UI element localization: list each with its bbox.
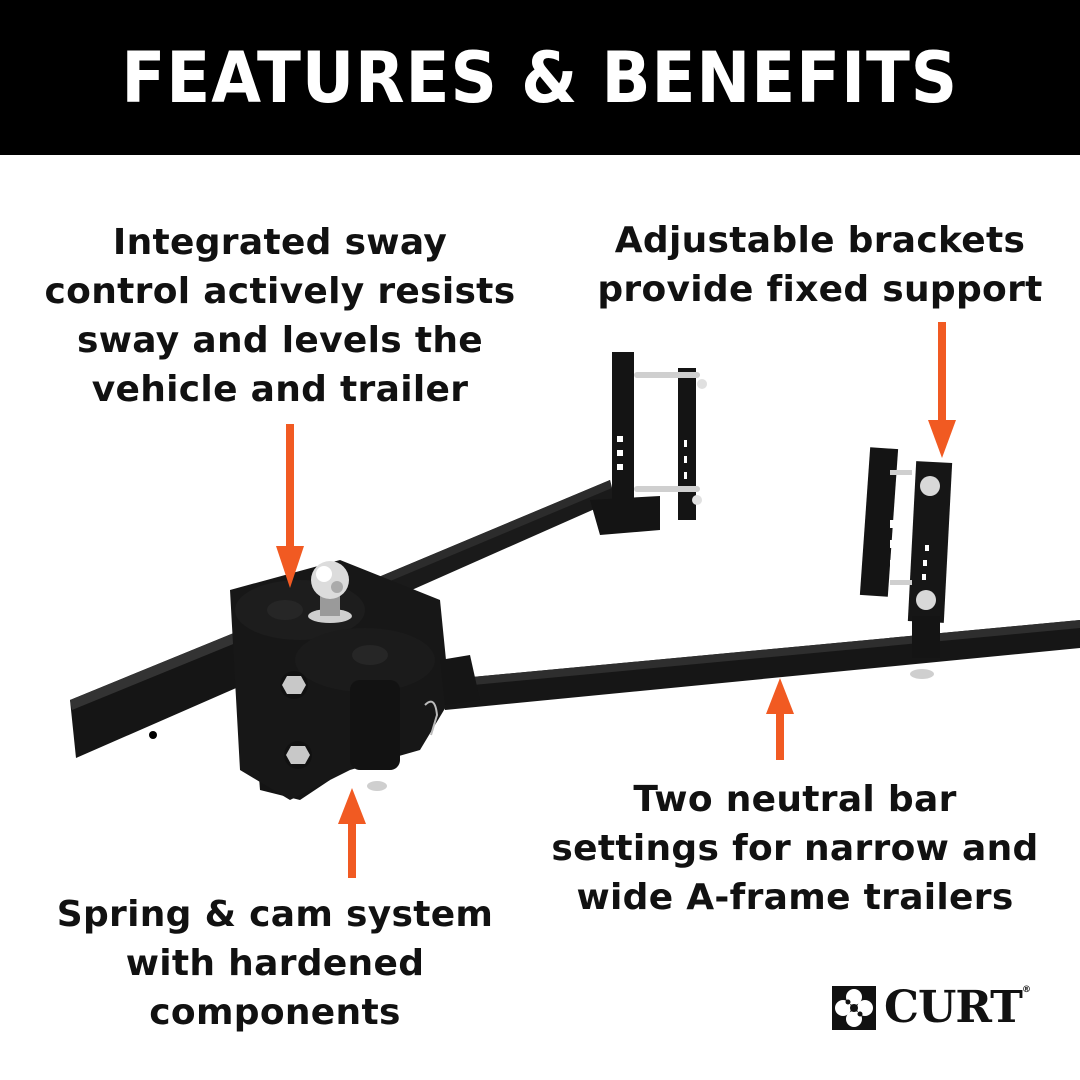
arrow-up-neutral-bar-icon bbox=[766, 678, 794, 760]
header-banner: FEATURES & BENEFITS bbox=[0, 0, 1080, 155]
callout-line: Spring & cam system bbox=[56, 894, 494, 935]
callout-sway-control: Integrated sway control actively resists… bbox=[40, 218, 520, 414]
callout-line: wide A-frame trailers bbox=[576, 877, 1014, 918]
callout-line: control actively resists bbox=[44, 271, 516, 312]
callout-line: with hardened bbox=[125, 943, 425, 984]
callout-line: components bbox=[149, 992, 401, 1033]
callout-neutral-bar: Two neutral bar settings for narrow and … bbox=[550, 775, 1040, 922]
page-title: FEATURES & BENEFITS bbox=[121, 36, 959, 119]
callout-line: Integrated sway bbox=[112, 222, 448, 263]
arrow-up-spring-cam-icon bbox=[338, 788, 366, 878]
curt-logo-text: CURT® bbox=[884, 982, 1031, 1033]
callout-line: Two neutral bar bbox=[633, 779, 957, 820]
arrow-down-sway-icon bbox=[276, 424, 304, 588]
callout-line: vehicle and trailer bbox=[91, 369, 469, 410]
callout-line: settings for narrow and bbox=[551, 828, 1039, 869]
callout-line: provide fixed support bbox=[597, 269, 1043, 310]
callout-line: Adjustable brackets bbox=[614, 220, 1026, 261]
arrow-down-brackets-icon bbox=[928, 322, 956, 458]
callout-line: sway and levels the bbox=[77, 320, 483, 361]
curt-logo: CURT® bbox=[832, 982, 1031, 1033]
callout-spring-cam: Spring & cam system with hardened compon… bbox=[20, 890, 530, 1037]
curt-logo-icon bbox=[832, 986, 876, 1030]
callout-brackets: Adjustable brackets provide fixed suppor… bbox=[580, 216, 1060, 314]
